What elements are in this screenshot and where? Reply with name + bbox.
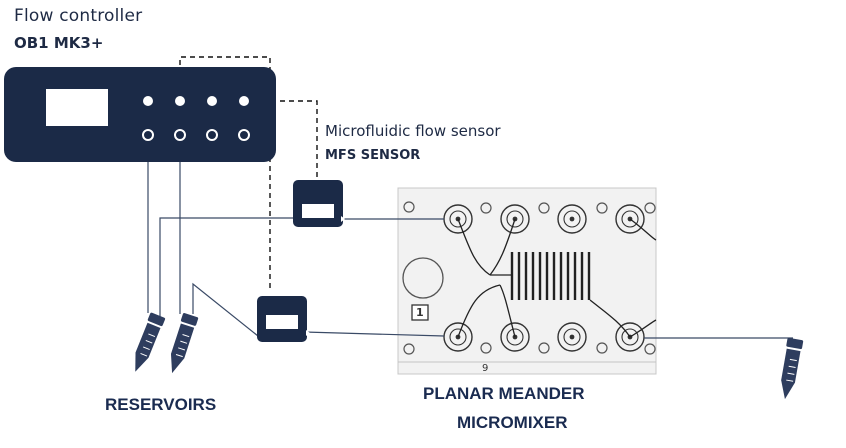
controller-title: Flow controller — [14, 6, 143, 26]
controller-model: OB1 MK3+ — [14, 34, 104, 52]
flow-sensor-2 — [257, 296, 310, 342]
waste-tube — [781, 337, 804, 400]
sensor-title: Microfluidic flow sensor — [325, 122, 501, 140]
flow-controller-device — [4, 67, 276, 162]
sensor-model: MFS SENSOR — [325, 148, 421, 163]
tubing — [147, 162, 793, 339]
micromixer-chip — [397, 187, 657, 375]
reservoir-tube-2 — [170, 313, 199, 374]
mixer-label-line2: MICROMIXER — [457, 413, 568, 432]
chip-footer-number: 9 — [482, 363, 489, 374]
mixer-label-line1: PLANAR MEANDER — [423, 384, 585, 403]
chip-badge: 1 — [416, 306, 424, 319]
reservoir-tube-1 — [135, 312, 166, 372]
reservoirs-label: RESERVOIRS — [105, 395, 217, 414]
flow-sensor-1 — [293, 180, 345, 227]
